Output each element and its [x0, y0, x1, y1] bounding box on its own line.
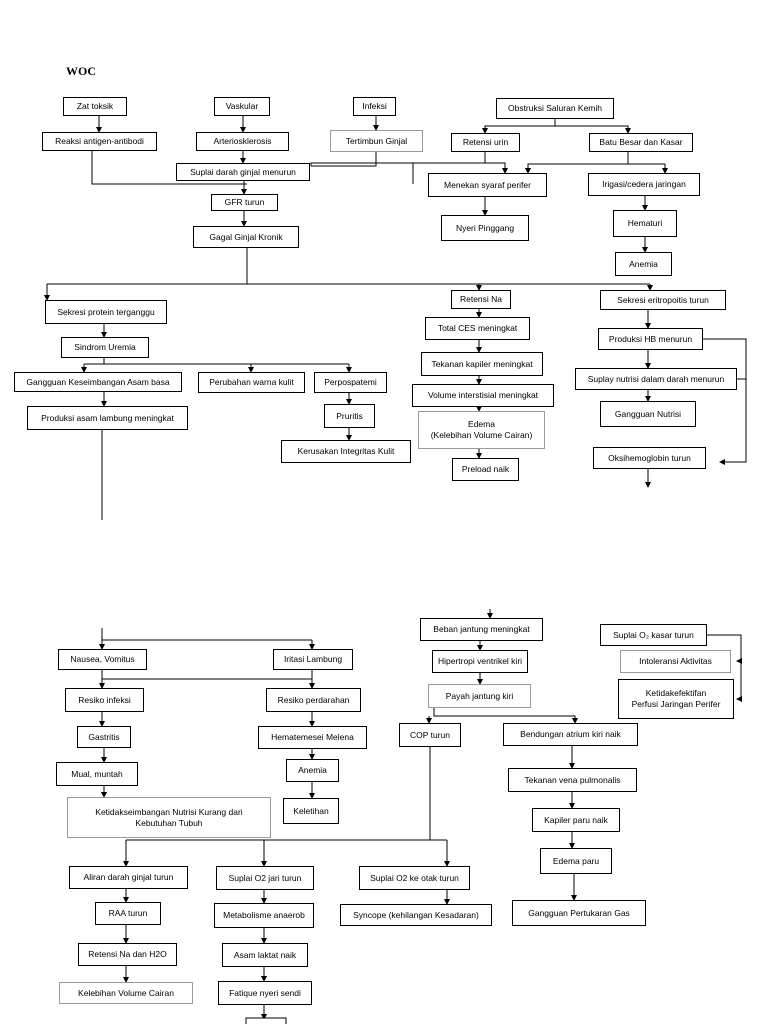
node-gangguan-pertukaran-gas: Gangguan Pertukaran Gas: [512, 900, 646, 926]
node-total-ces: Total CES meningkat: [425, 317, 530, 340]
node-ketidakseimbangan-nutrisi: Ketidakseimbangan Nutrisi Kurang dari Ke…: [67, 797, 271, 838]
node-vaskular: Vaskular: [214, 97, 270, 116]
node-nausea: Nausea, Vomitus: [58, 649, 147, 670]
node-intoleransi-aktivitas: Intoleransi Aktivitas: [620, 650, 731, 673]
node-suplay-nutrisi: Suplay nutrisi dalam darah menurun: [575, 368, 737, 390]
node-reaksi-antigen: Reaksi antigen-antibodi: [42, 132, 157, 151]
node-batu-besar: Batu Besar dan Kasar: [589, 133, 693, 152]
node-produksi-hb: Produksi HB menurun: [598, 328, 703, 350]
diagram-title: WOC: [66, 64, 96, 78]
node-edema: Edema (Kelebihan Volume Cairan): [418, 411, 545, 449]
node-ketidakefektifan-perfusi: Ketidakefektifan Perfusi Jaringan Perife…: [618, 679, 734, 719]
node-keletihan: Keletihan: [283, 798, 339, 824]
node-suplai-o2-otak: Suplai O2 ke otak turun: [359, 866, 470, 890]
node-nyeri-pinggang: Nyeri Pinggang: [441, 215, 529, 241]
node-hipertropi: Hipertropi ventrikel kiri: [432, 650, 528, 673]
node-resiko-perdarahan: Resiko perdarahan: [266, 688, 361, 712]
node-suplai-darah-ginjal: Suplai darah ginjal menurun: [176, 163, 310, 181]
node-anemia-top: Anemia: [615, 252, 672, 276]
node-obstruksi: Obstruksi Saluran Kemih: [496, 98, 614, 119]
node-retensi-na-h2o: Retensi Na dan H2O: [78, 943, 177, 966]
node-preload-naik: Preload naik: [452, 458, 519, 481]
node-mual-muntah: Mual, muntah: [56, 762, 138, 786]
node-hematemesis: Hematemesei Melena: [258, 726, 367, 749]
node-perubahan-warna-kulit: Perubahan warna kulit: [198, 372, 305, 393]
node-aliran-darah-ginjal: Aliran darah ginjal turun: [69, 866, 188, 889]
node-oksihemoglobin: Oksihemoglobin turun: [593, 447, 706, 469]
node-payah-jantung: Payah jantung kiri: [428, 684, 531, 708]
node-iritasi-lambung: Iritasi Lambung: [273, 649, 353, 670]
node-pruritis: Pruritis: [324, 404, 375, 428]
node-metabolisme: Metabolisme anaerob: [214, 903, 314, 928]
node-arteriosklerosis: Arteriosklerosis: [196, 132, 289, 151]
node-resiko-infeksi: Resiko infeksi: [65, 688, 144, 712]
node-kapiler-paru: Kapiler paru naik: [532, 808, 620, 832]
node-produksi-asam-lambung: Produksi asam lambung meningkat: [27, 406, 188, 430]
node-menekan-syaraf: Menekan syaraf perifer: [428, 173, 547, 197]
node-sindrom-uremia: Sindrom Uremia: [61, 337, 149, 358]
node-cop-turun: COP turun: [399, 723, 461, 747]
node-volume-interstisial: Volume interstisial meningkat: [412, 384, 554, 407]
node-kerusakan-kulit: Kerusakan Integritas Kulit: [281, 440, 411, 463]
node-kelebihan-volume: Kelebihan Volume Cairan: [59, 982, 193, 1004]
node-perpospatemi: Perpospatemi: [314, 372, 387, 393]
node-edema-paru: Edema paru: [540, 848, 612, 874]
node-raa-turun: RAA turun: [95, 902, 161, 925]
node-sekresi-protein: Sekresi protein terganggu: [45, 300, 167, 324]
node-gagal-ginjal-kronik: Gagal Ginjal Kronik: [193, 226, 299, 248]
node-gfr-turun: GFR turun: [211, 194, 278, 211]
node-gangguan-asam-basa: Gangguan Keseimbangan Asam basa: [14, 372, 182, 392]
node-gastritis: Gastritis: [77, 726, 131, 748]
node-suplai-o2-kasar: Suplai O₂ kasar turun: [600, 624, 707, 646]
node-hematuri: Hematuri: [613, 210, 677, 237]
node-tekanan-vena: Tekanan vena pulmonalis: [508, 768, 637, 792]
node-syncope: Syncope (kehilangan Kesadaran): [340, 904, 492, 926]
node-fatique: Fatique nyeri sendi: [218, 981, 312, 1005]
node-bendungan-atrium: Bendungan atrium kiri naik: [503, 723, 638, 746]
node-suplai-o2-jari: Suplai O2 jari turun: [216, 866, 314, 890]
node-irigasi: Irigasi/cedera jaringan: [588, 173, 700, 196]
node-tekanan-kapiler: Tekanan kapiler meningkat: [421, 352, 543, 376]
node-sekresi-eritropoitis: Sekresi eritropoitis turun: [600, 290, 726, 310]
node-retensi-na: Retensi Na: [451, 290, 511, 309]
node-gangguan-nutrisi: Gangguan Nutrisi: [600, 401, 696, 427]
node-asam-laktat: Asam laktat naik: [222, 943, 308, 967]
node-zat-toksik: Zat toksik: [63, 97, 127, 116]
node-infeksi: Infeksi: [353, 97, 396, 116]
node-anemia-bottom: Anemia: [286, 759, 339, 782]
node-tertimbun-ginjal: Tertimbun Ginjal: [330, 130, 423, 152]
node-beban-jantung: Beban jantung meningkat: [420, 618, 543, 641]
node-retensi-urin: Retensi urin: [451, 133, 520, 152]
